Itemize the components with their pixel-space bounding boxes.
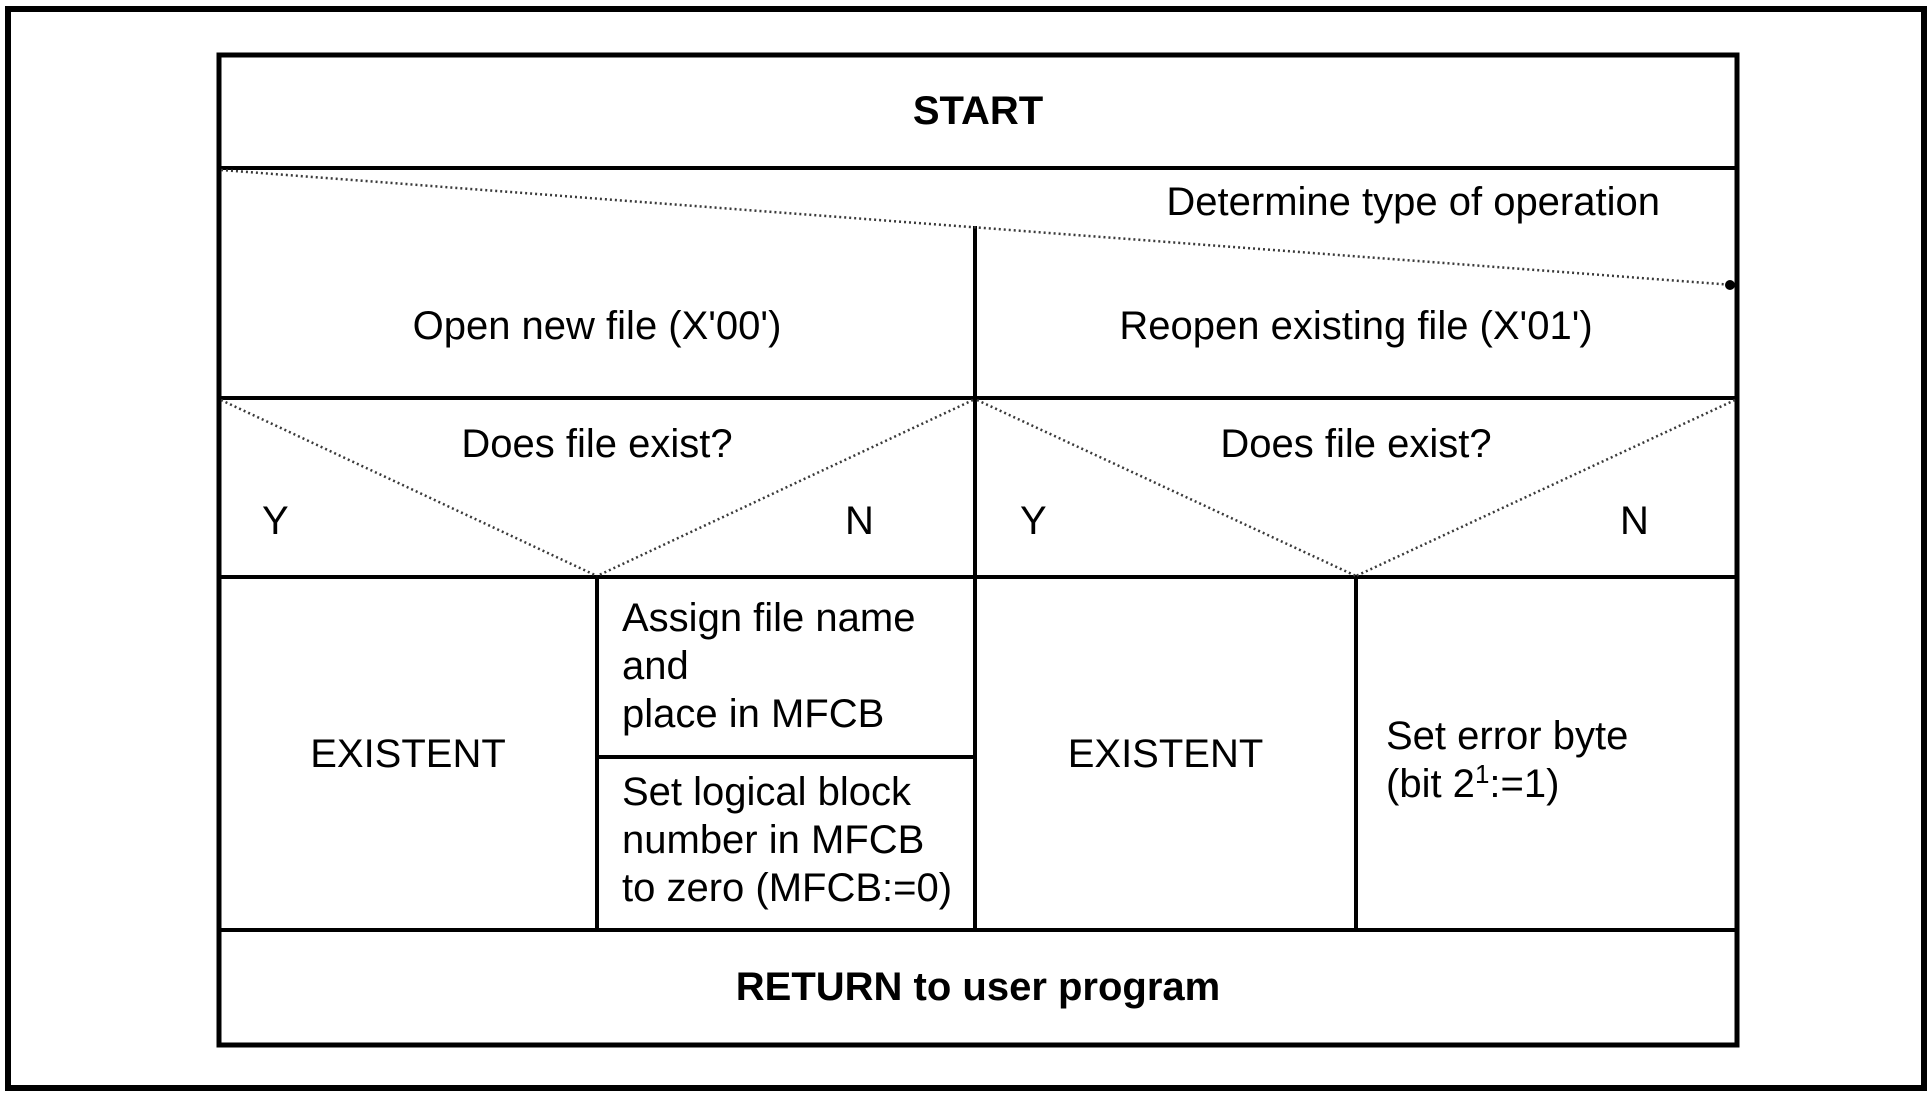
assign-file-name-cell: Assign file name and place in MFCB: [622, 594, 972, 738]
reopen-existing-file-label: Reopen existing file (X'01'): [1119, 304, 1593, 348]
right-decision-yes-label: Y: [1020, 499, 1047, 543]
page-frame: [5, 6, 1927, 1091]
assign-line-1: Assign file name: [622, 596, 916, 640]
assign-line-3: place in MFCB: [622, 692, 885, 736]
right-existent-cell: EXISTENT: [1067, 731, 1264, 776]
left-decision-yes-label: Y: [262, 499, 289, 543]
set-block-line-3: to zero (MFCB:=0): [622, 866, 953, 910]
set-logical-block-cell: Set logical block number in MFCB to zero…: [622, 768, 972, 912]
set-error-exponent: 1: [1474, 758, 1490, 789]
right-decision-no-label: N: [1620, 499, 1649, 543]
set-error-suffix: :=1): [1489, 762, 1560, 806]
set-block-line-2: number in MFCB: [622, 818, 925, 862]
left-decision-question: Does file exist?: [461, 422, 733, 466]
start-label: START: [912, 89, 1044, 133]
return-label: RETURN to user program: [735, 965, 1221, 1009]
set-error-line-2: (bit 21:=1): [1386, 758, 1731, 812]
set-error-line-1: Set error byte: [1386, 714, 1629, 758]
set-block-line-1: Set logical block: [622, 770, 912, 814]
assign-line-2: and: [622, 644, 689, 688]
open-new-file-label: Open new file (X'00'): [412, 304, 782, 348]
set-error-prefix: (bit 2: [1386, 762, 1475, 806]
determine-operation-caption: Determine type of operation: [1166, 180, 1660, 224]
left-decision-no-label: N: [845, 499, 874, 543]
left-existent-cell: EXISTENT: [310, 731, 506, 776]
left-v-left-edge: [220, 398, 598, 578]
right-decision-question: Does file exist?: [1220, 422, 1492, 466]
operation-diagonal-endpoint: [1725, 280, 1735, 290]
left-v-right-edge: [596, 398, 974, 578]
table-border: [216, 52, 1740, 1048]
set-error-byte-cell: Set error byte (bit 21:=1): [1386, 712, 1731, 812]
